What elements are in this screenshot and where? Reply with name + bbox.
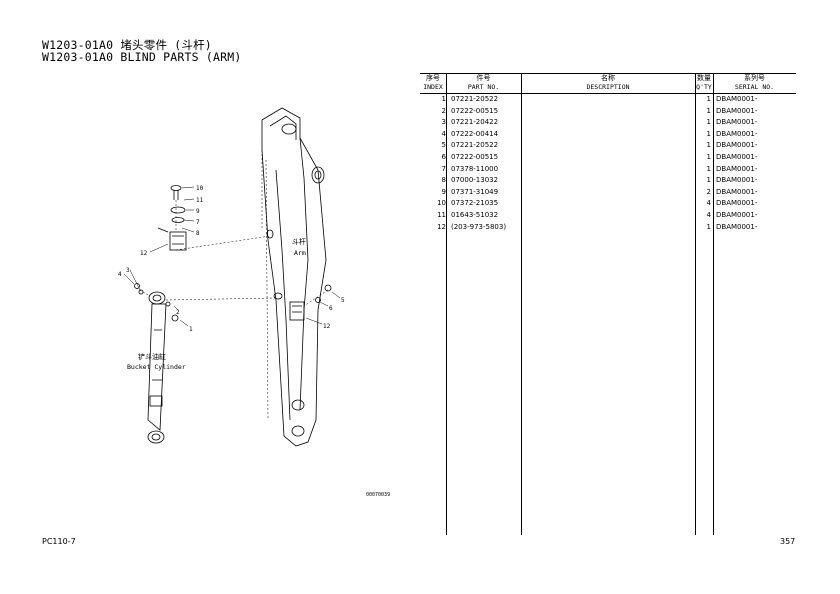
header-serial-en: SERIAL NO. xyxy=(734,83,775,91)
page-number: 357 xyxy=(780,537,796,546)
row-serial: DBAM0001- xyxy=(716,118,758,127)
arm-label-cn: 斗杆 xyxy=(292,237,306,246)
callout-9: 9 xyxy=(196,208,200,215)
row-qty: 1 xyxy=(706,118,711,127)
header-desc-en: DESCRIPTION xyxy=(586,83,630,91)
row-qty: 1 xyxy=(706,95,711,103)
row-serial: DBAM0001- xyxy=(716,106,758,115)
row-qty: 1 xyxy=(706,129,711,138)
arm-label-en: Arm xyxy=(294,249,306,257)
row-index: 7 xyxy=(441,164,446,173)
row-index: 3 xyxy=(441,118,446,127)
row-index: 11 xyxy=(437,211,446,219)
row-index: 10 xyxy=(437,199,446,208)
row-index: 2 xyxy=(441,106,446,115)
row-index: 1 xyxy=(441,95,446,103)
callout-3: 3 xyxy=(126,267,130,274)
row-serial: DBAM0001- xyxy=(716,187,758,196)
page-title-cn: W1203-01A0 堵头零件 (斗杆) xyxy=(42,38,212,52)
header-index-cn: 序号 xyxy=(426,74,440,82)
row-qty: 1 xyxy=(706,222,711,231)
row-part-no: 07378-11000 xyxy=(451,164,499,173)
row-part-no: 07222-00515 xyxy=(451,106,499,115)
header-index-en: INDEX xyxy=(423,83,443,91)
header-part-cn: 件号 xyxy=(476,74,491,82)
callout-5: 5 xyxy=(341,297,345,304)
callout-1: 1 xyxy=(189,326,193,333)
header-qty-en: Q'TY xyxy=(696,83,712,91)
row-qty: 1 xyxy=(706,176,711,185)
header-desc-cn: 名称 xyxy=(601,74,615,82)
row-part-no: 01643-51032 xyxy=(451,211,499,219)
row-qty: 1 xyxy=(706,106,711,115)
callout-8: 8 xyxy=(196,230,200,237)
callout-2: 2 xyxy=(176,309,180,316)
row-index: 4 xyxy=(441,129,446,138)
model-name: PC110-7 xyxy=(42,537,76,546)
row-part-no: 07371-31049 xyxy=(451,187,499,196)
header-qty-cn: 数量 xyxy=(697,74,711,82)
row-part-no: (203-973-5803) xyxy=(451,222,507,231)
row-serial: DBAM0001- xyxy=(716,176,758,185)
callout-12-right: 12 xyxy=(323,323,331,330)
row-index: 8 xyxy=(441,176,446,185)
row-part-no: 07221-20522 xyxy=(451,95,499,103)
callout-11: 11 xyxy=(196,197,204,204)
row-index: 12 xyxy=(437,222,446,231)
header-serial-cn: 系列号 xyxy=(744,74,765,82)
row-serial: DBAM0001- xyxy=(716,141,758,150)
row-serial: DBAM0001- xyxy=(716,129,758,138)
row-qty: 4 xyxy=(706,199,711,208)
row-part-no: 07222-00515 xyxy=(451,153,499,161)
cylinder-label-cn: 铲斗油缸 xyxy=(138,352,166,361)
page-title-en: W1203-01A0 BLIND PARTS (ARM) xyxy=(42,50,242,64)
row-serial: DBAM0001- xyxy=(716,153,758,161)
callout-6: 6 xyxy=(329,305,333,312)
callout-4: 4 xyxy=(118,271,122,278)
row-qty: 1 xyxy=(706,141,711,150)
row-serial: DBAM0001- xyxy=(716,164,758,173)
parts-table: 序号 INDEX 件号 PART NO. 名称 DESCRIPTION 数量 Q… xyxy=(420,73,796,535)
row-index: 9 xyxy=(441,187,446,196)
row-serial: DBAM0001- xyxy=(716,211,758,219)
row-part-no: 07221-20422 xyxy=(451,118,499,127)
row-part-no: 07372-21035 xyxy=(451,199,499,208)
row-qty: 1 xyxy=(706,164,711,173)
row-serial: DBAM0001- xyxy=(716,199,758,208)
row-serial: DBAM0001- xyxy=(716,95,758,103)
exploded-view-diagram: 10 11 9 7 8 12 4 3 2 1 5 6 12 斗杆 Arm 铲斗油… xyxy=(118,107,345,447)
drawing-number: 00070039 xyxy=(366,492,391,498)
row-part-no: 07221-20522 xyxy=(451,141,499,150)
row-index: 6 xyxy=(441,153,446,161)
row-qty: 1 xyxy=(706,153,711,161)
header-part-en: PART NO. xyxy=(467,83,500,91)
callout-12-left: 12 xyxy=(140,250,148,257)
callout-10: 10 xyxy=(196,185,204,192)
row-qty: 4 xyxy=(706,211,711,219)
row-part-no: 07000-13032 xyxy=(451,176,499,185)
row-qty: 2 xyxy=(706,187,711,196)
cylinder-label-en: Bucket Cylinder xyxy=(127,363,186,371)
row-serial: DBAM0001- xyxy=(716,222,758,231)
callout-7: 7 xyxy=(196,219,200,226)
row-index: 5 xyxy=(441,141,446,150)
row-part-no: 07222-00414 xyxy=(451,129,499,138)
